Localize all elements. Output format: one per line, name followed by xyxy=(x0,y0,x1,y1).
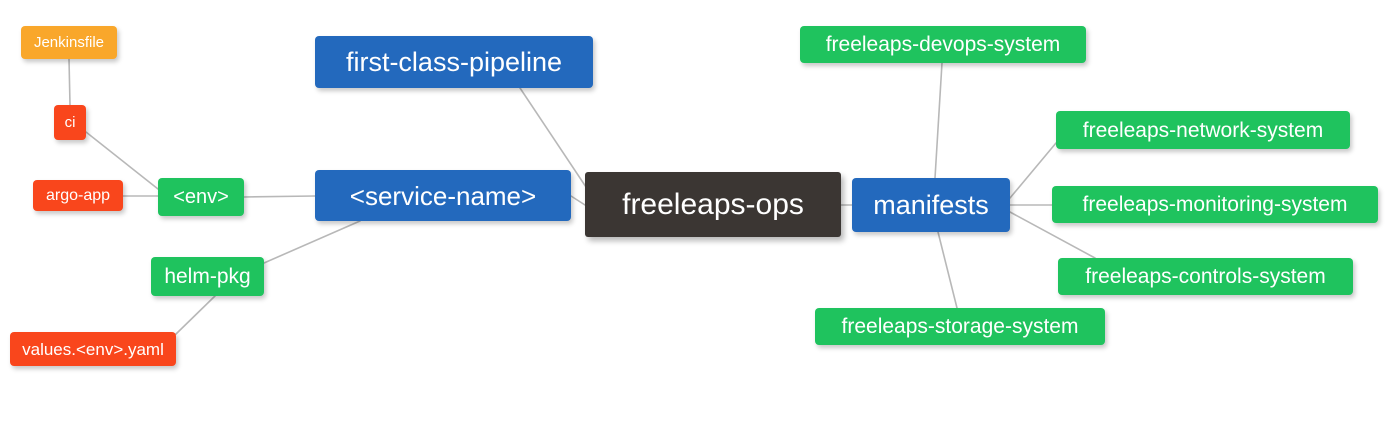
node-values-yaml[interactable]: values.<env>.yaml xyxy=(10,332,176,366)
node-first-class-pipeline[interactable]: first-class-pipeline xyxy=(315,36,593,88)
node-label: ci xyxy=(64,114,76,131)
node-service-name[interactable]: <service-name> xyxy=(315,170,571,221)
node-ci[interactable]: ci xyxy=(54,105,86,140)
node-label: Jenkinsfile xyxy=(33,34,105,51)
node-env[interactable]: <env> xyxy=(158,178,244,216)
node-label: manifests xyxy=(873,189,989,220)
node-freeleaps-network-system[interactable]: freeleaps-network-system xyxy=(1056,111,1350,149)
node-label: argo-app xyxy=(45,186,111,204)
node-helm-pkg[interactable]: helm-pkg xyxy=(151,257,264,296)
node-label: <env> xyxy=(173,186,229,208)
node-label: <service-name> xyxy=(349,180,537,211)
node-label: first-class-pipeline xyxy=(345,46,563,77)
node-label: freeleaps-controls-system xyxy=(1085,265,1326,288)
node-label: freeleaps-network-system xyxy=(1082,118,1324,142)
node-label: freeleaps-ops xyxy=(622,187,804,221)
node-label: freeleaps-storage-system xyxy=(841,315,1079,338)
node-jenkinsfile[interactable]: Jenkinsfile xyxy=(21,26,117,59)
node-freeleaps-controls-system[interactable]: freeleaps-controls-system xyxy=(1058,258,1353,295)
node-label: freeleaps-monitoring-system xyxy=(1082,193,1348,216)
node-freeleaps-ops[interactable]: freeleaps-ops xyxy=(585,172,841,237)
node-manifests[interactable]: manifests xyxy=(852,178,1010,232)
node-label: helm-pkg xyxy=(164,265,251,288)
node-freeleaps-storage-system[interactable]: freeleaps-storage-system xyxy=(815,308,1105,345)
node-label: values.<env>.yaml xyxy=(22,339,164,359)
node-argo-app[interactable]: argo-app xyxy=(33,180,123,211)
node-freeleaps-monitoring-system[interactable]: freeleaps-monitoring-system xyxy=(1052,186,1378,223)
node-freeleaps-devops-system[interactable]: freeleaps-devops-system xyxy=(800,26,1086,63)
node-label: freeleaps-devops-system xyxy=(825,33,1061,56)
